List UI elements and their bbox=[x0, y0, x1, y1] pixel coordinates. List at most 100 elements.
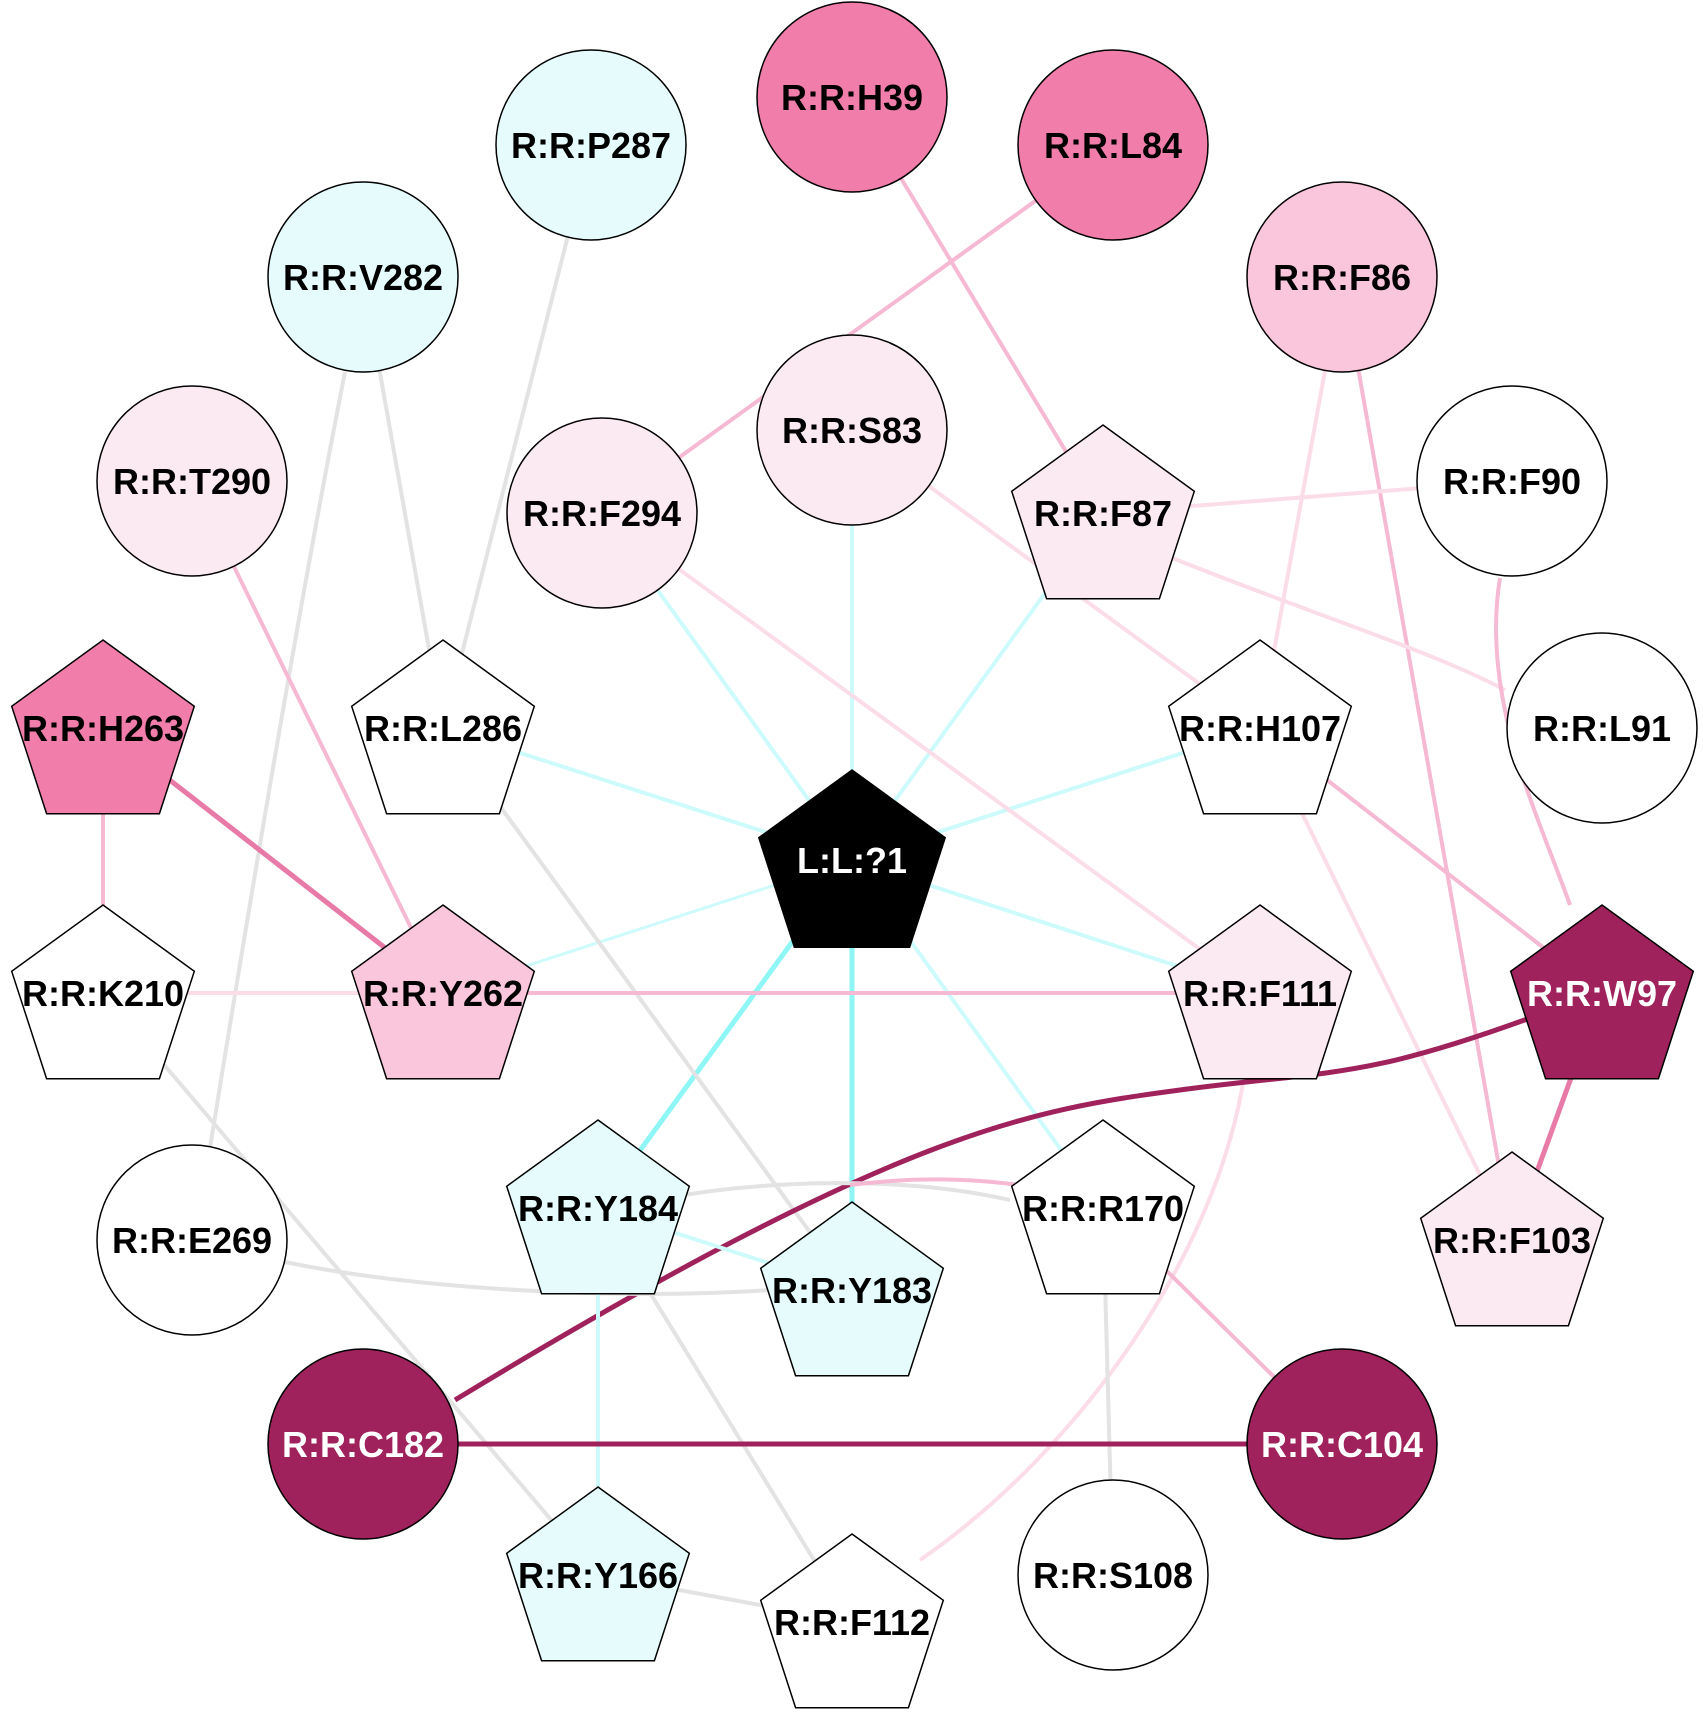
edge-r-r-l286-r-r-y183 bbox=[441, 726, 854, 1292]
node-shape bbox=[1010, 424, 1196, 600]
node-label: R:R:C104 bbox=[1261, 1424, 1423, 1465]
node-shape bbox=[1246, 181, 1438, 373]
node-r-r-l84[interactable]: R:R:L84 bbox=[1017, 49, 1209, 241]
node-r-r-l286[interactable]: R:R:L286 bbox=[350, 639, 536, 815]
node-label: R:R:C182 bbox=[282, 1424, 444, 1465]
node-shape bbox=[10, 639, 196, 815]
node-shape bbox=[1416, 385, 1608, 577]
node-label: R:R:K210 bbox=[22, 973, 184, 1014]
node-label: R:R:E269 bbox=[112, 1220, 272, 1261]
node-l-l-1[interactable]: L:L:?1 bbox=[757, 769, 947, 949]
edge-r-r-f86-r-r-f103 bbox=[1340, 276, 1514, 1241]
node-label: R:R:F112 bbox=[774, 1602, 930, 1643]
node-shape bbox=[505, 1486, 691, 1662]
node-r-r-e269[interactable]: R:R:E269 bbox=[96, 1144, 288, 1336]
node-r-r-f112[interactable]: R:R:F112 bbox=[759, 1533, 945, 1709]
node-label: R:R:Y184 bbox=[518, 1188, 678, 1229]
node-shape bbox=[1017, 49, 1209, 241]
node-shape bbox=[1017, 1479, 1209, 1671]
node-r-r-h107[interactable]: R:R:H107 bbox=[1167, 639, 1353, 815]
node-shape bbox=[1509, 904, 1695, 1080]
node-label: R:R:S83 bbox=[782, 410, 922, 451]
edge-r-r-f111-r-r-f112 bbox=[918, 1069, 1247, 1562]
node-label: R:R:F103 bbox=[1433, 1220, 1591, 1261]
node-r-r-r170[interactable]: R:R:R170 bbox=[1010, 1119, 1196, 1295]
node-label: R:R:F87 bbox=[1034, 493, 1172, 534]
node-r-r-f87[interactable]: R:R:F87 bbox=[1010, 424, 1196, 600]
node-label: R:R:Y262 bbox=[363, 973, 523, 1014]
node-label: R:R:L84 bbox=[1044, 125, 1182, 166]
node-shape bbox=[350, 904, 536, 1080]
edge-r-r-l84-r-r-f294 bbox=[600, 143, 1115, 515]
node-label: R:R:F111 bbox=[1183, 973, 1337, 1014]
node-shape bbox=[1010, 1119, 1196, 1295]
node-r-r-v282[interactable]: R:R:V282 bbox=[267, 181, 459, 373]
node-shape bbox=[495, 49, 687, 241]
node-r-r-y183[interactable]: R:R:Y183 bbox=[759, 1201, 945, 1377]
node-label: R:R:H107 bbox=[1179, 708, 1341, 749]
node-shape bbox=[10, 904, 196, 1080]
node-label: R:R:T290 bbox=[113, 461, 271, 502]
node-shape bbox=[1506, 632, 1698, 824]
edge-r-r-f87-r-r-l91 bbox=[1164, 553, 1506, 692]
node-r-r-l91[interactable]: R:R:L91 bbox=[1506, 632, 1698, 824]
node-shape bbox=[267, 181, 459, 373]
node-label: R:R:L91 bbox=[1533, 708, 1671, 749]
node-r-r-f294[interactable]: R:R:F294 bbox=[506, 417, 698, 609]
node-r-r-y262[interactable]: R:R:Y262 bbox=[350, 904, 536, 1080]
node-r-r-c182[interactable]: R:R:C182 bbox=[267, 1348, 459, 1540]
node-shape bbox=[350, 639, 536, 815]
node-r-r-w97[interactable]: R:R:W97 bbox=[1509, 904, 1695, 1080]
node-label: R:R:H263 bbox=[22, 708, 184, 749]
edge-r-r-p287-r-r-l286 bbox=[441, 144, 593, 729]
node-shape bbox=[756, 1, 948, 193]
node-r-r-y184[interactable]: R:R:Y184 bbox=[505, 1119, 691, 1295]
node-r-r-k210[interactable]: R:R:K210 bbox=[10, 904, 196, 1080]
node-label: R:R:S108 bbox=[1033, 1555, 1193, 1596]
node-r-r-t290[interactable]: R:R:T290 bbox=[96, 385, 288, 577]
node-r-r-f86[interactable]: R:R:F86 bbox=[1246, 181, 1438, 373]
node-label: R:R:P287 bbox=[511, 125, 671, 166]
node-shape bbox=[1419, 1151, 1605, 1327]
node-label: R:R:W97 bbox=[1527, 973, 1677, 1014]
node-r-r-p287[interactable]: R:R:P287 bbox=[495, 49, 687, 241]
edge-r-r-v282-r-r-e269 bbox=[208, 371, 347, 1149]
node-label: R:R:L286 bbox=[364, 708, 522, 749]
node-label: R:R:Y166 bbox=[518, 1555, 678, 1596]
node-r-r-s108[interactable]: R:R:S108 bbox=[1017, 1479, 1209, 1671]
node-shape bbox=[267, 1348, 459, 1540]
node-label: R:R:F294 bbox=[523, 493, 681, 534]
node-r-r-f103[interactable]: R:R:F103 bbox=[1419, 1151, 1605, 1327]
edge-r-r-w97-r-r-c182 bbox=[453, 1015, 1531, 1403]
node-shape bbox=[1167, 904, 1353, 1080]
node-shape bbox=[505, 1119, 691, 1295]
node-label: R:R:V282 bbox=[283, 257, 443, 298]
node-shape bbox=[1246, 1348, 1438, 1540]
node-shape bbox=[757, 769, 947, 949]
node-r-r-h39[interactable]: R:R:H39 bbox=[756, 1, 948, 193]
node-label: R:R:R170 bbox=[1022, 1188, 1184, 1229]
edge-r-r-k210-r-r-y166 bbox=[101, 991, 600, 1577]
node-r-r-s83[interactable]: R:R:S83 bbox=[756, 334, 948, 526]
node-label: L:L:?1 bbox=[797, 840, 907, 881]
node-label: R:R:F86 bbox=[1273, 257, 1411, 298]
node-label: R:R:F90 bbox=[1443, 461, 1581, 502]
edge-r-r-y184-r-r-r170 bbox=[654, 1181, 1011, 1202]
node-label: R:R:H39 bbox=[781, 77, 923, 118]
node-shape bbox=[759, 1533, 945, 1709]
node-shape bbox=[96, 1144, 288, 1336]
node-shape bbox=[96, 385, 288, 577]
node-label: R:R:Y183 bbox=[772, 1270, 932, 1311]
node-r-r-c104[interactable]: R:R:C104 bbox=[1246, 1348, 1438, 1540]
node-r-r-y166[interactable]: R:R:Y166 bbox=[505, 1486, 691, 1662]
node-r-r-h263[interactable]: R:R:H263 bbox=[10, 639, 196, 815]
edge-r-r-f294-r-r-f111 bbox=[600, 511, 1262, 995]
node-r-r-f111[interactable]: R:R:F111 bbox=[1167, 904, 1353, 1080]
node-r-r-f90[interactable]: R:R:F90 bbox=[1416, 385, 1608, 577]
node-shape bbox=[1167, 639, 1353, 815]
node-shape bbox=[759, 1201, 945, 1377]
node-shape bbox=[756, 334, 948, 526]
edge-r-r-e269-r-r-y183 bbox=[284, 1260, 771, 1296]
